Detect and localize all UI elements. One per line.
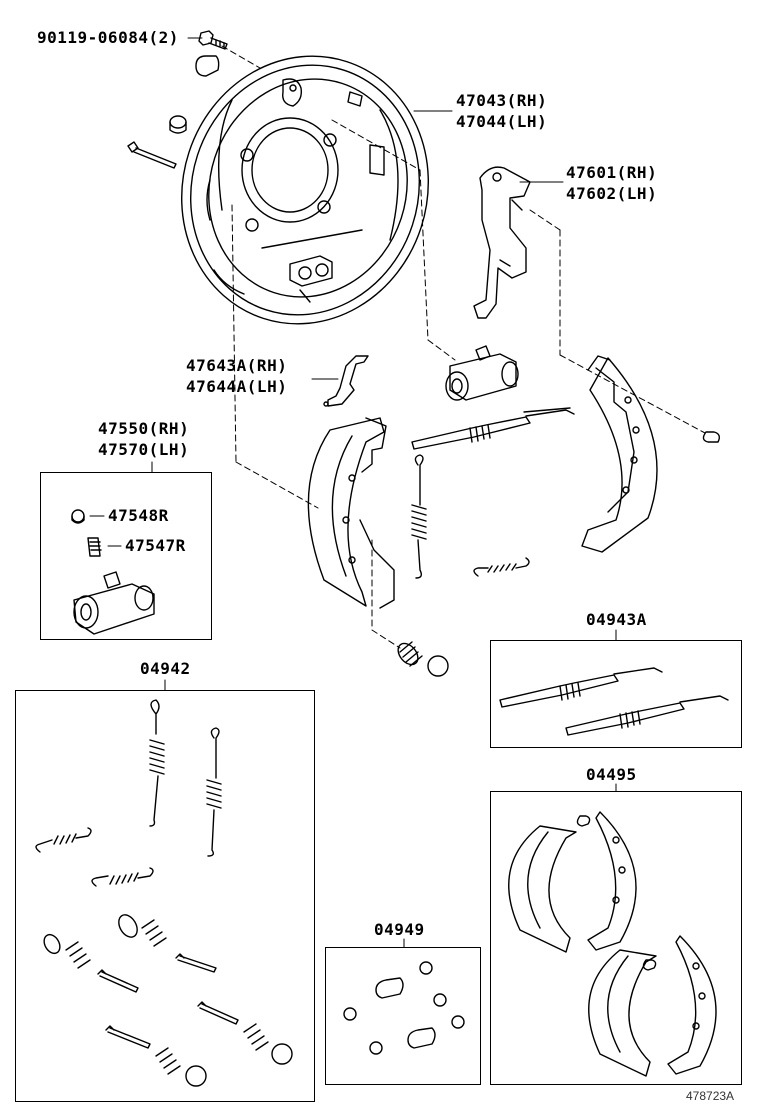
label-lever-lh: 47602(LH) xyxy=(566,184,658,203)
label-backing-plate-rh: 47043(RH) xyxy=(456,91,548,110)
assembly-dashed-lines xyxy=(221,45,706,649)
label-bleeder-47547r: 47547R xyxy=(125,536,186,555)
label-cylinder-lh: 47570(LH) xyxy=(98,440,190,459)
bolt-90119 xyxy=(198,30,228,50)
leader-lines xyxy=(89,37,617,948)
label-bracket-rh: 47643A(RH) xyxy=(186,356,288,375)
label-adjuster-kit-04943a: 04943A xyxy=(586,610,647,629)
return-spring-lower xyxy=(473,557,530,577)
shoe-hold-cup xyxy=(169,115,187,134)
parking-brake-lever xyxy=(473,166,531,319)
bleeder-screw-47547r xyxy=(87,537,102,557)
adjuster-kit-struts xyxy=(499,667,729,736)
cylinder-kit-box xyxy=(325,947,481,1085)
spring-kit-cups-and-pins xyxy=(43,914,293,1087)
adjuster-clip xyxy=(702,431,721,443)
label-lever-rh: 47601(RH) xyxy=(566,163,658,182)
cylinder-kit-parts xyxy=(343,961,465,1055)
label-cap-47548r: 47548R xyxy=(108,506,169,525)
adjuster-strut xyxy=(411,407,575,450)
wheel-cylinder-assembly xyxy=(445,345,519,401)
label-cylinder-kit-04949: 04949 xyxy=(374,920,425,939)
wheel-cylinder-47550 xyxy=(73,571,155,635)
label-backing-plate-lh: 47044(LH) xyxy=(456,112,548,131)
hold-down-cup xyxy=(427,655,449,677)
wheel-cylinder-box xyxy=(40,472,212,640)
return-spring-upper xyxy=(411,454,427,579)
cylinder-cap-47548r xyxy=(71,509,85,524)
hold-down-spring xyxy=(397,641,423,667)
diagram-reference-number: 478723A xyxy=(686,1089,735,1103)
label-shoe-kit-04495: 04495 xyxy=(586,765,637,784)
plate-plug xyxy=(195,55,220,77)
label-cylinder-rh: 47550(RH) xyxy=(98,419,190,438)
backing-plate xyxy=(180,55,430,325)
spring-kit-springs xyxy=(35,699,222,887)
bracket-47643a xyxy=(323,355,369,407)
brake-shoe-right xyxy=(581,355,658,553)
label-spring-kit-04942: 04942 xyxy=(140,659,191,678)
label-bolt-90119-06084: 90119-06084(2) xyxy=(37,28,179,47)
brake-shoe-left xyxy=(307,417,395,609)
shoe-kit-shoes xyxy=(508,811,717,1077)
label-bracket-lh: 47644A(LH) xyxy=(186,377,288,396)
hold-down-pin xyxy=(127,141,177,169)
